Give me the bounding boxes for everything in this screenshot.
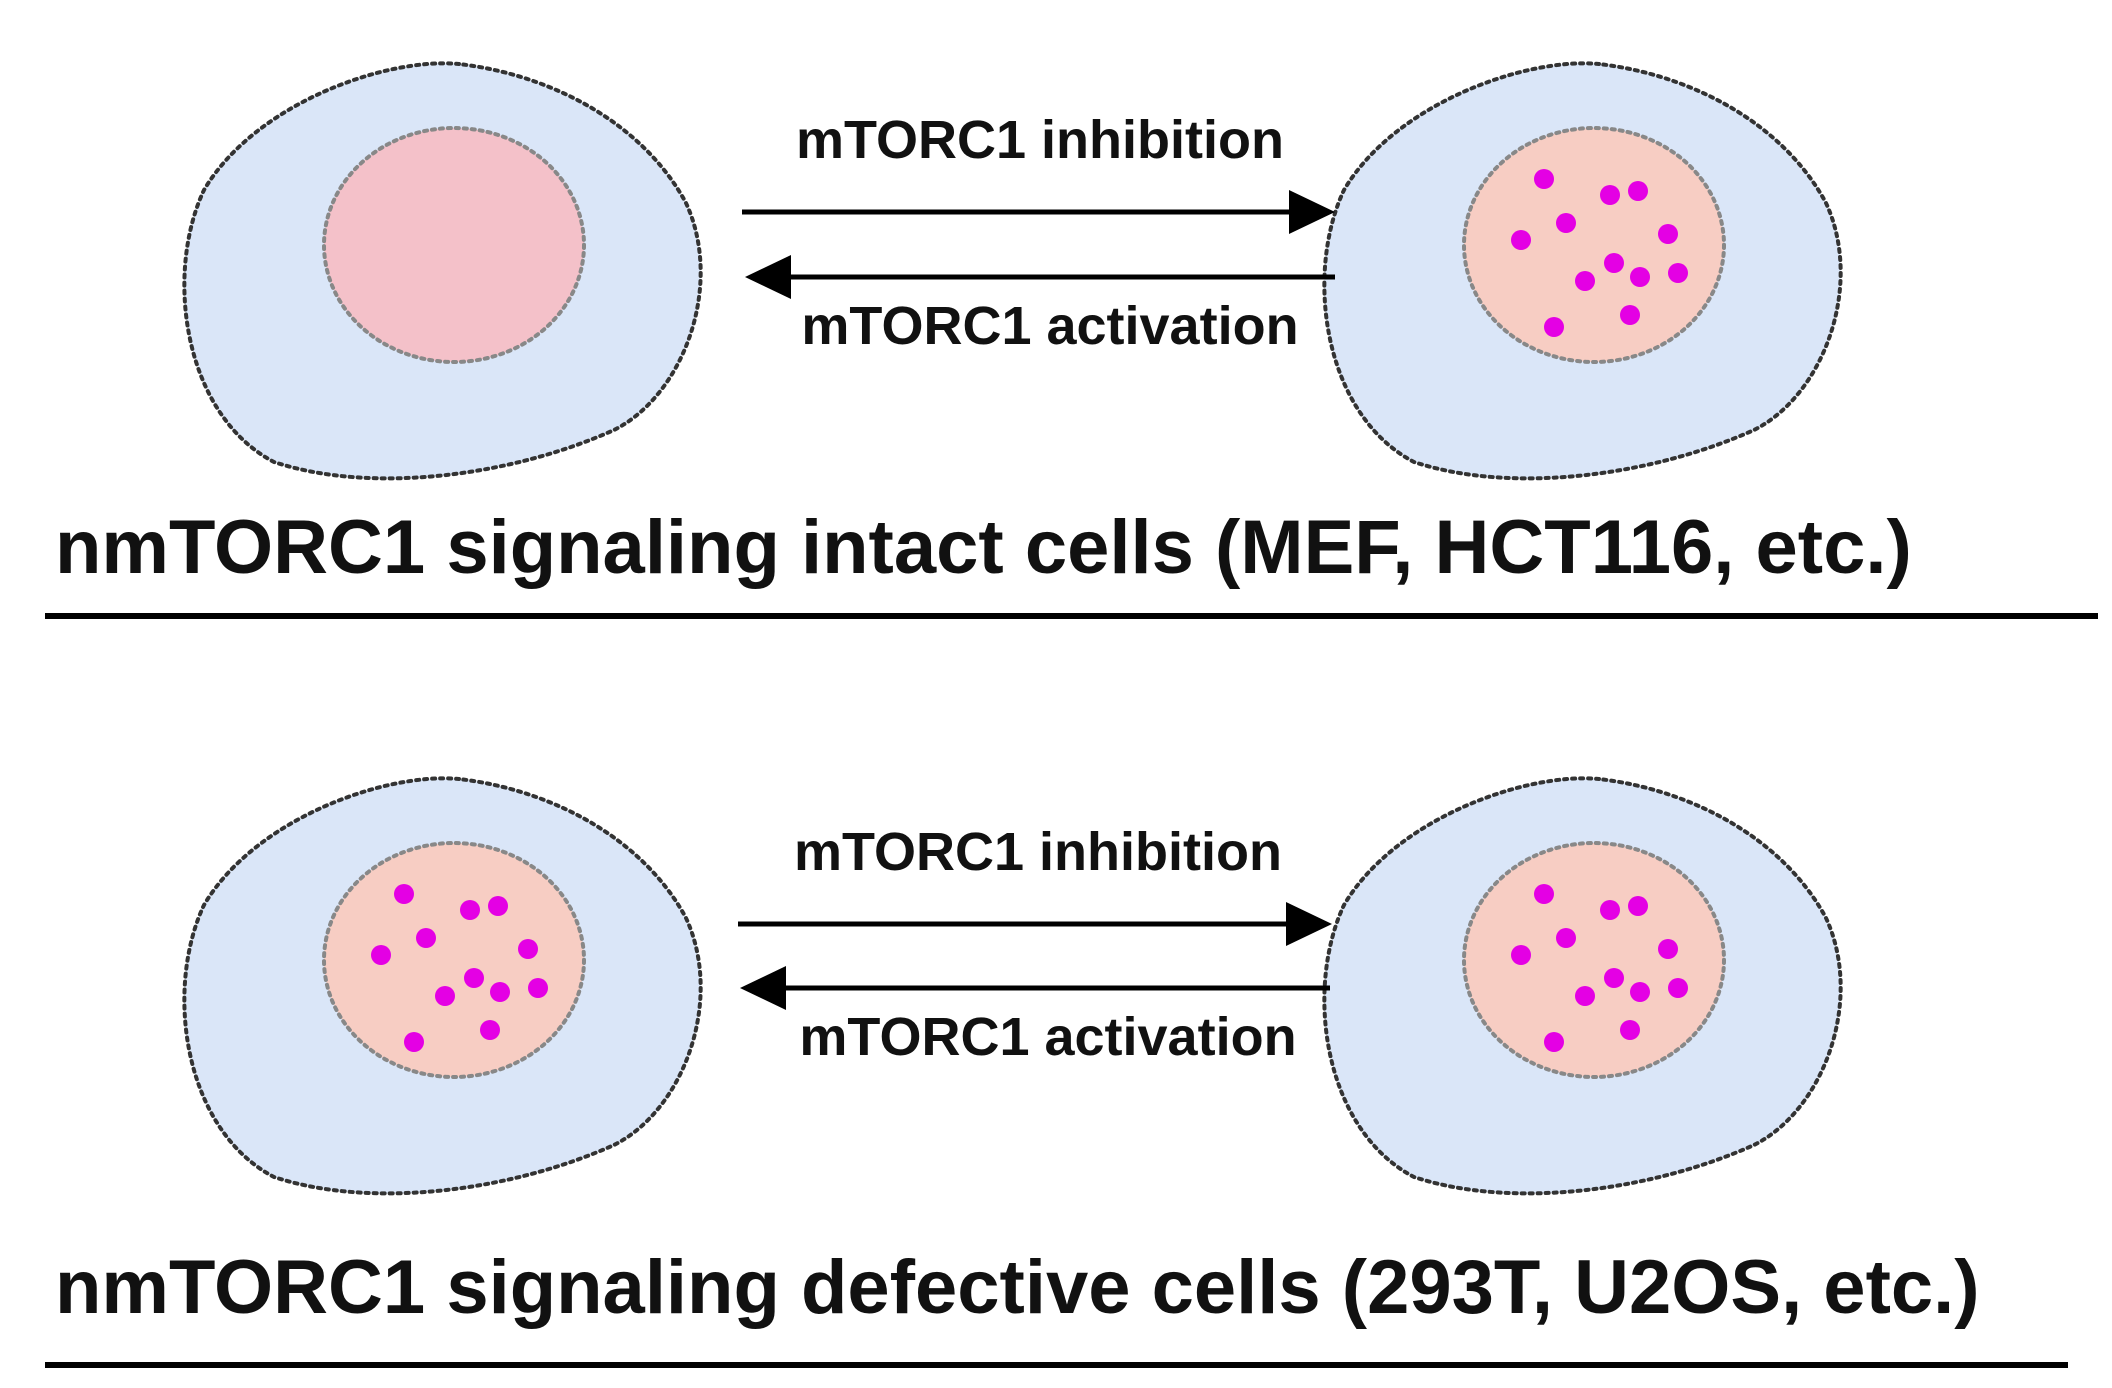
nucleus xyxy=(1462,841,1726,1079)
nuclear-dot xyxy=(464,968,484,988)
nuclear-dot xyxy=(1658,224,1678,244)
cell-right-intact xyxy=(1322,61,1843,481)
nucleus xyxy=(322,126,586,364)
nuclear-dot xyxy=(460,900,480,920)
panel-defective: mTORC1 inhibition mTORC1 activation nmTO… xyxy=(45,776,2068,1368)
panel-caption: nmTORC1 signaling intact cells (MEF, HCT… xyxy=(55,505,1912,590)
nuclear-dot xyxy=(1511,945,1531,965)
nuclear-dots xyxy=(1511,169,1688,337)
nuclear-dot xyxy=(1604,253,1624,273)
nuclear-dot xyxy=(1668,978,1688,998)
cell-left-intact xyxy=(182,61,703,481)
nuclear-dot xyxy=(1628,896,1648,916)
panel-intact: mTORC1 inhibition mTORC1 activation nmTO… xyxy=(45,61,2098,619)
nucleus xyxy=(322,841,586,1079)
nuclear-dot xyxy=(528,978,548,998)
nuclear-dot xyxy=(1575,986,1595,1006)
nuclear-dot xyxy=(1668,263,1688,283)
nuclear-dot xyxy=(1544,317,1564,337)
activation-arrowhead xyxy=(740,966,786,1010)
panel-caption: nmTORC1 signaling defective cells (293T,… xyxy=(55,1245,1980,1330)
inhibition-label: mTORC1 inhibition xyxy=(794,822,1282,882)
inhibition-arrowhead xyxy=(1289,190,1335,234)
nuclear-dot xyxy=(1556,928,1576,948)
nuclear-dot xyxy=(488,896,508,916)
nuclear-dot xyxy=(1556,213,1576,233)
nuclear-dot xyxy=(404,1032,424,1052)
nuclear-dot xyxy=(1575,271,1595,291)
nuclear-dot xyxy=(394,884,414,904)
cell-left-defective xyxy=(182,776,703,1196)
nuclear-dot xyxy=(1544,1032,1564,1052)
activation-label: mTORC1 activation xyxy=(799,1007,1296,1067)
nucleus xyxy=(1462,126,1726,364)
nuclear-dot xyxy=(490,982,510,1002)
nuclear-dot xyxy=(1604,968,1624,988)
cell-right-defective xyxy=(1322,776,1843,1196)
nuclear-dot xyxy=(1620,1020,1640,1040)
nuclear-dot xyxy=(1630,267,1650,287)
nuclear-dot xyxy=(371,945,391,965)
nuclear-dot xyxy=(1534,884,1554,904)
nuclear-dot xyxy=(1620,305,1640,325)
nuclear-dot xyxy=(1600,900,1620,920)
activation-label: mTORC1 activation xyxy=(801,296,1298,356)
nuclear-dot xyxy=(1658,939,1678,959)
nuclear-dot xyxy=(1534,169,1554,189)
nuclear-dot xyxy=(1511,230,1531,250)
nuclear-dot xyxy=(1630,982,1650,1002)
nuclear-dot xyxy=(1628,181,1648,201)
inhibition-label: mTORC1 inhibition xyxy=(796,110,1284,170)
nuclear-dot xyxy=(480,1020,500,1040)
nuclear-dot xyxy=(518,939,538,959)
nuclear-dot xyxy=(1600,185,1620,205)
nuclear-dots xyxy=(1511,884,1688,1052)
nuclear-dot xyxy=(416,928,436,948)
nuclear-dot xyxy=(435,986,455,1006)
inhibition-arrowhead xyxy=(1286,902,1332,946)
nuclear-dots xyxy=(371,884,548,1052)
activation-arrowhead xyxy=(745,255,791,299)
